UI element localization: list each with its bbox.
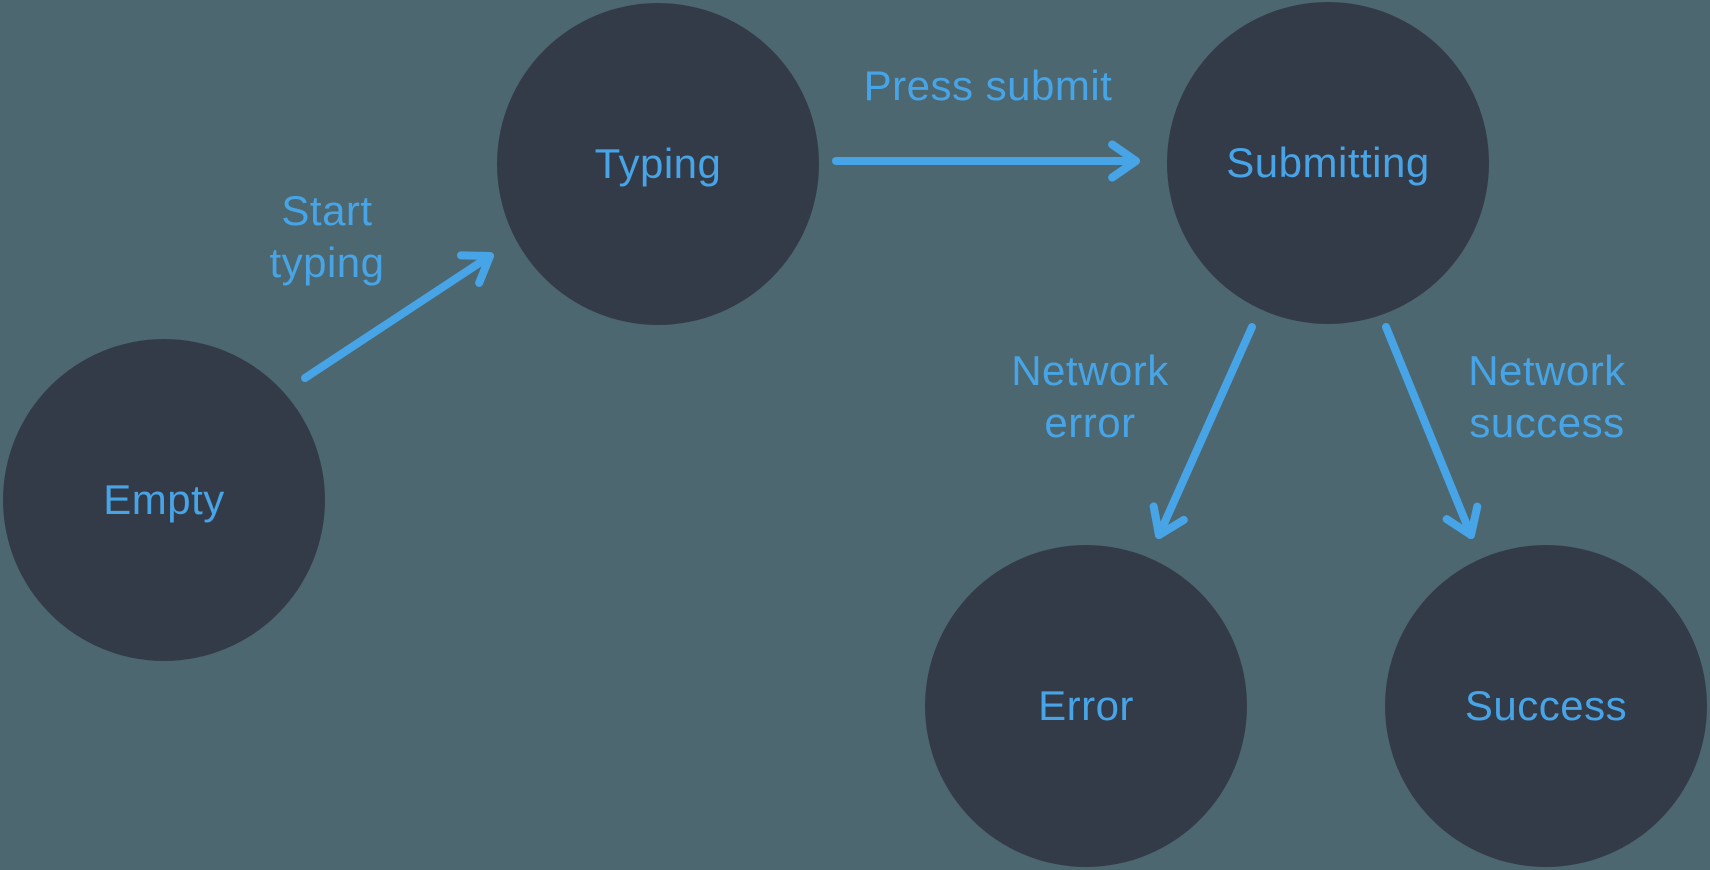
transition-label-network-error-line1: Network (1011, 347, 1169, 394)
state-label-typing: Typing (594, 140, 722, 187)
transition-label-network-success-line2: success (1469, 399, 1625, 446)
transition-label-start-typing-line2: typing (269, 239, 385, 286)
state-label-empty: Empty (103, 476, 225, 523)
state-label-success: Success (1464, 682, 1628, 729)
state-node-typing: Typing (497, 3, 819, 325)
state-label-submitting: Submitting (1226, 139, 1430, 186)
arrow-start-typing (301, 251, 495, 382)
state-node-submitting: Submitting (1167, 2, 1489, 324)
transition-label-start-typing-line1: Start (281, 187, 373, 234)
transition-label-press-submit-line1: Press submit (863, 62, 1113, 109)
arrow-network-error (1149, 323, 1256, 540)
transition-label-network-error: Network error (990, 345, 1190, 449)
transition-label-network-success: Network success (1447, 345, 1647, 449)
state-node-success: Success (1385, 545, 1707, 867)
arrow-network-success (1382, 323, 1482, 540)
state-node-error: Error (925, 545, 1247, 867)
state-label-error: Error (1038, 682, 1134, 729)
transition-label-network-success-line1: Network (1468, 347, 1626, 394)
transition-label-press-submit: Press submit (788, 60, 1188, 112)
state-node-empty: Empty (3, 339, 325, 661)
transition-label-network-error-line2: error (1044, 399, 1136, 446)
transition-label-start-typing: Start typing (227, 185, 427, 289)
